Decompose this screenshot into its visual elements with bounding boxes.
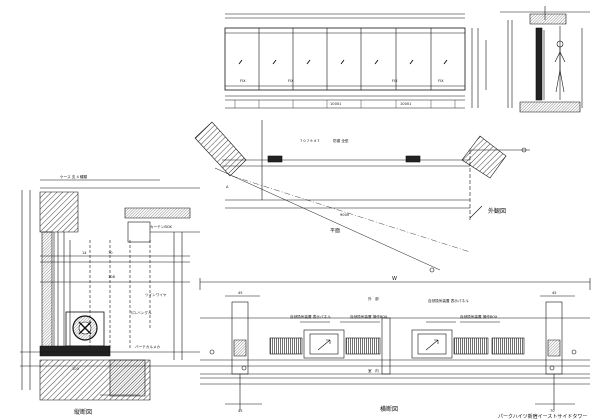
cross-section-title: 縦断図 xyxy=(74,408,92,416)
dimension-45-bottom: 45 xyxy=(238,409,243,413)
svg-text:108: 108 xyxy=(108,275,116,279)
elevation-drawing xyxy=(224,13,487,109)
dimension-45-right: 45 xyxy=(552,291,557,295)
plan-drawing xyxy=(194,120,530,273)
svg-text:自然換気装置 表示パネル: 自然換気装置 表示パネル xyxy=(428,298,469,303)
horizontal-section-annotations: 自然換気装置 表示パネル 自然換気装置 操作BOX 自然換気装置 表示パネル 自… xyxy=(290,296,498,373)
svg-text:自然換気装置 表示パネル: 自然換気装置 表示パネル xyxy=(290,314,331,319)
svg-text:外 部: 外 部 xyxy=(368,296,379,301)
svg-text:FIX: FIX xyxy=(288,79,294,83)
svg-text:自然換気装置 操作BOX: 自然換気装置 操作BOX xyxy=(350,314,388,319)
overall-dimension: W xyxy=(392,276,397,282)
project-name: パークハイツ新宿イーストサイドタワー xyxy=(498,413,587,420)
svg-text:カーテンBOX: カーテンBOX xyxy=(150,224,172,229)
dimension-45-left: 45 xyxy=(238,291,243,295)
svg-text:7 0 7 9 4 7: 7 0 7 9 4 7 xyxy=(300,139,319,143)
svg-text:A: A xyxy=(226,185,229,189)
svg-text:室 内: 室 内 xyxy=(368,368,379,373)
side-section-drawing xyxy=(500,6,590,113)
svg-text:FIX: FIX xyxy=(240,79,246,83)
svg-text:防護 全型: 防護 全型 xyxy=(333,138,349,143)
svg-text:バーテカルメカ: バーテカルメカ xyxy=(135,344,161,349)
svg-text:14: 14 xyxy=(82,251,87,255)
horizontal-section-drawing xyxy=(199,278,591,410)
elevation-dimension-text: FIX FIX FIX FIX 10001 10001 xyxy=(240,79,444,106)
vertical-section-drawing xyxy=(20,179,200,401)
svg-text:100: 100 xyxy=(72,367,80,371)
svg-text:自然換気装置 操作BOX: 自然換気装置 操作BOX xyxy=(460,314,498,319)
svg-text:FIX: FIX xyxy=(438,79,444,83)
plan-label: 平面 xyxy=(330,228,340,234)
dimension-70-bottom: 70 xyxy=(550,409,555,413)
vertical-section-annotations: ケース 支 4 種類 カーテンBOX ツインワイヤ 7ロ-ハングル バーテカルメ… xyxy=(60,174,172,371)
plan-section-title: 横断図 xyxy=(380,405,398,413)
svg-text:FIX: FIX xyxy=(392,79,398,83)
svg-text:9000: 9000 xyxy=(340,213,350,217)
svg-text:ツインワイヤ: ツインワイヤ xyxy=(145,292,167,297)
elevation-title: 外観図 xyxy=(488,207,506,215)
svg-text:70: 70 xyxy=(108,251,113,255)
svg-text:10001: 10001 xyxy=(400,102,411,106)
svg-text:10001: 10001 xyxy=(330,102,341,106)
svg-text:7ロ-ハングル: 7ロ-ハングル xyxy=(130,310,152,315)
svg-text:ケース 支 4 種類: ケース 支 4 種類 xyxy=(60,174,88,179)
plan-annotations: 7 0 7 9 4 7 防護 全型 A 9000 xyxy=(226,138,350,217)
